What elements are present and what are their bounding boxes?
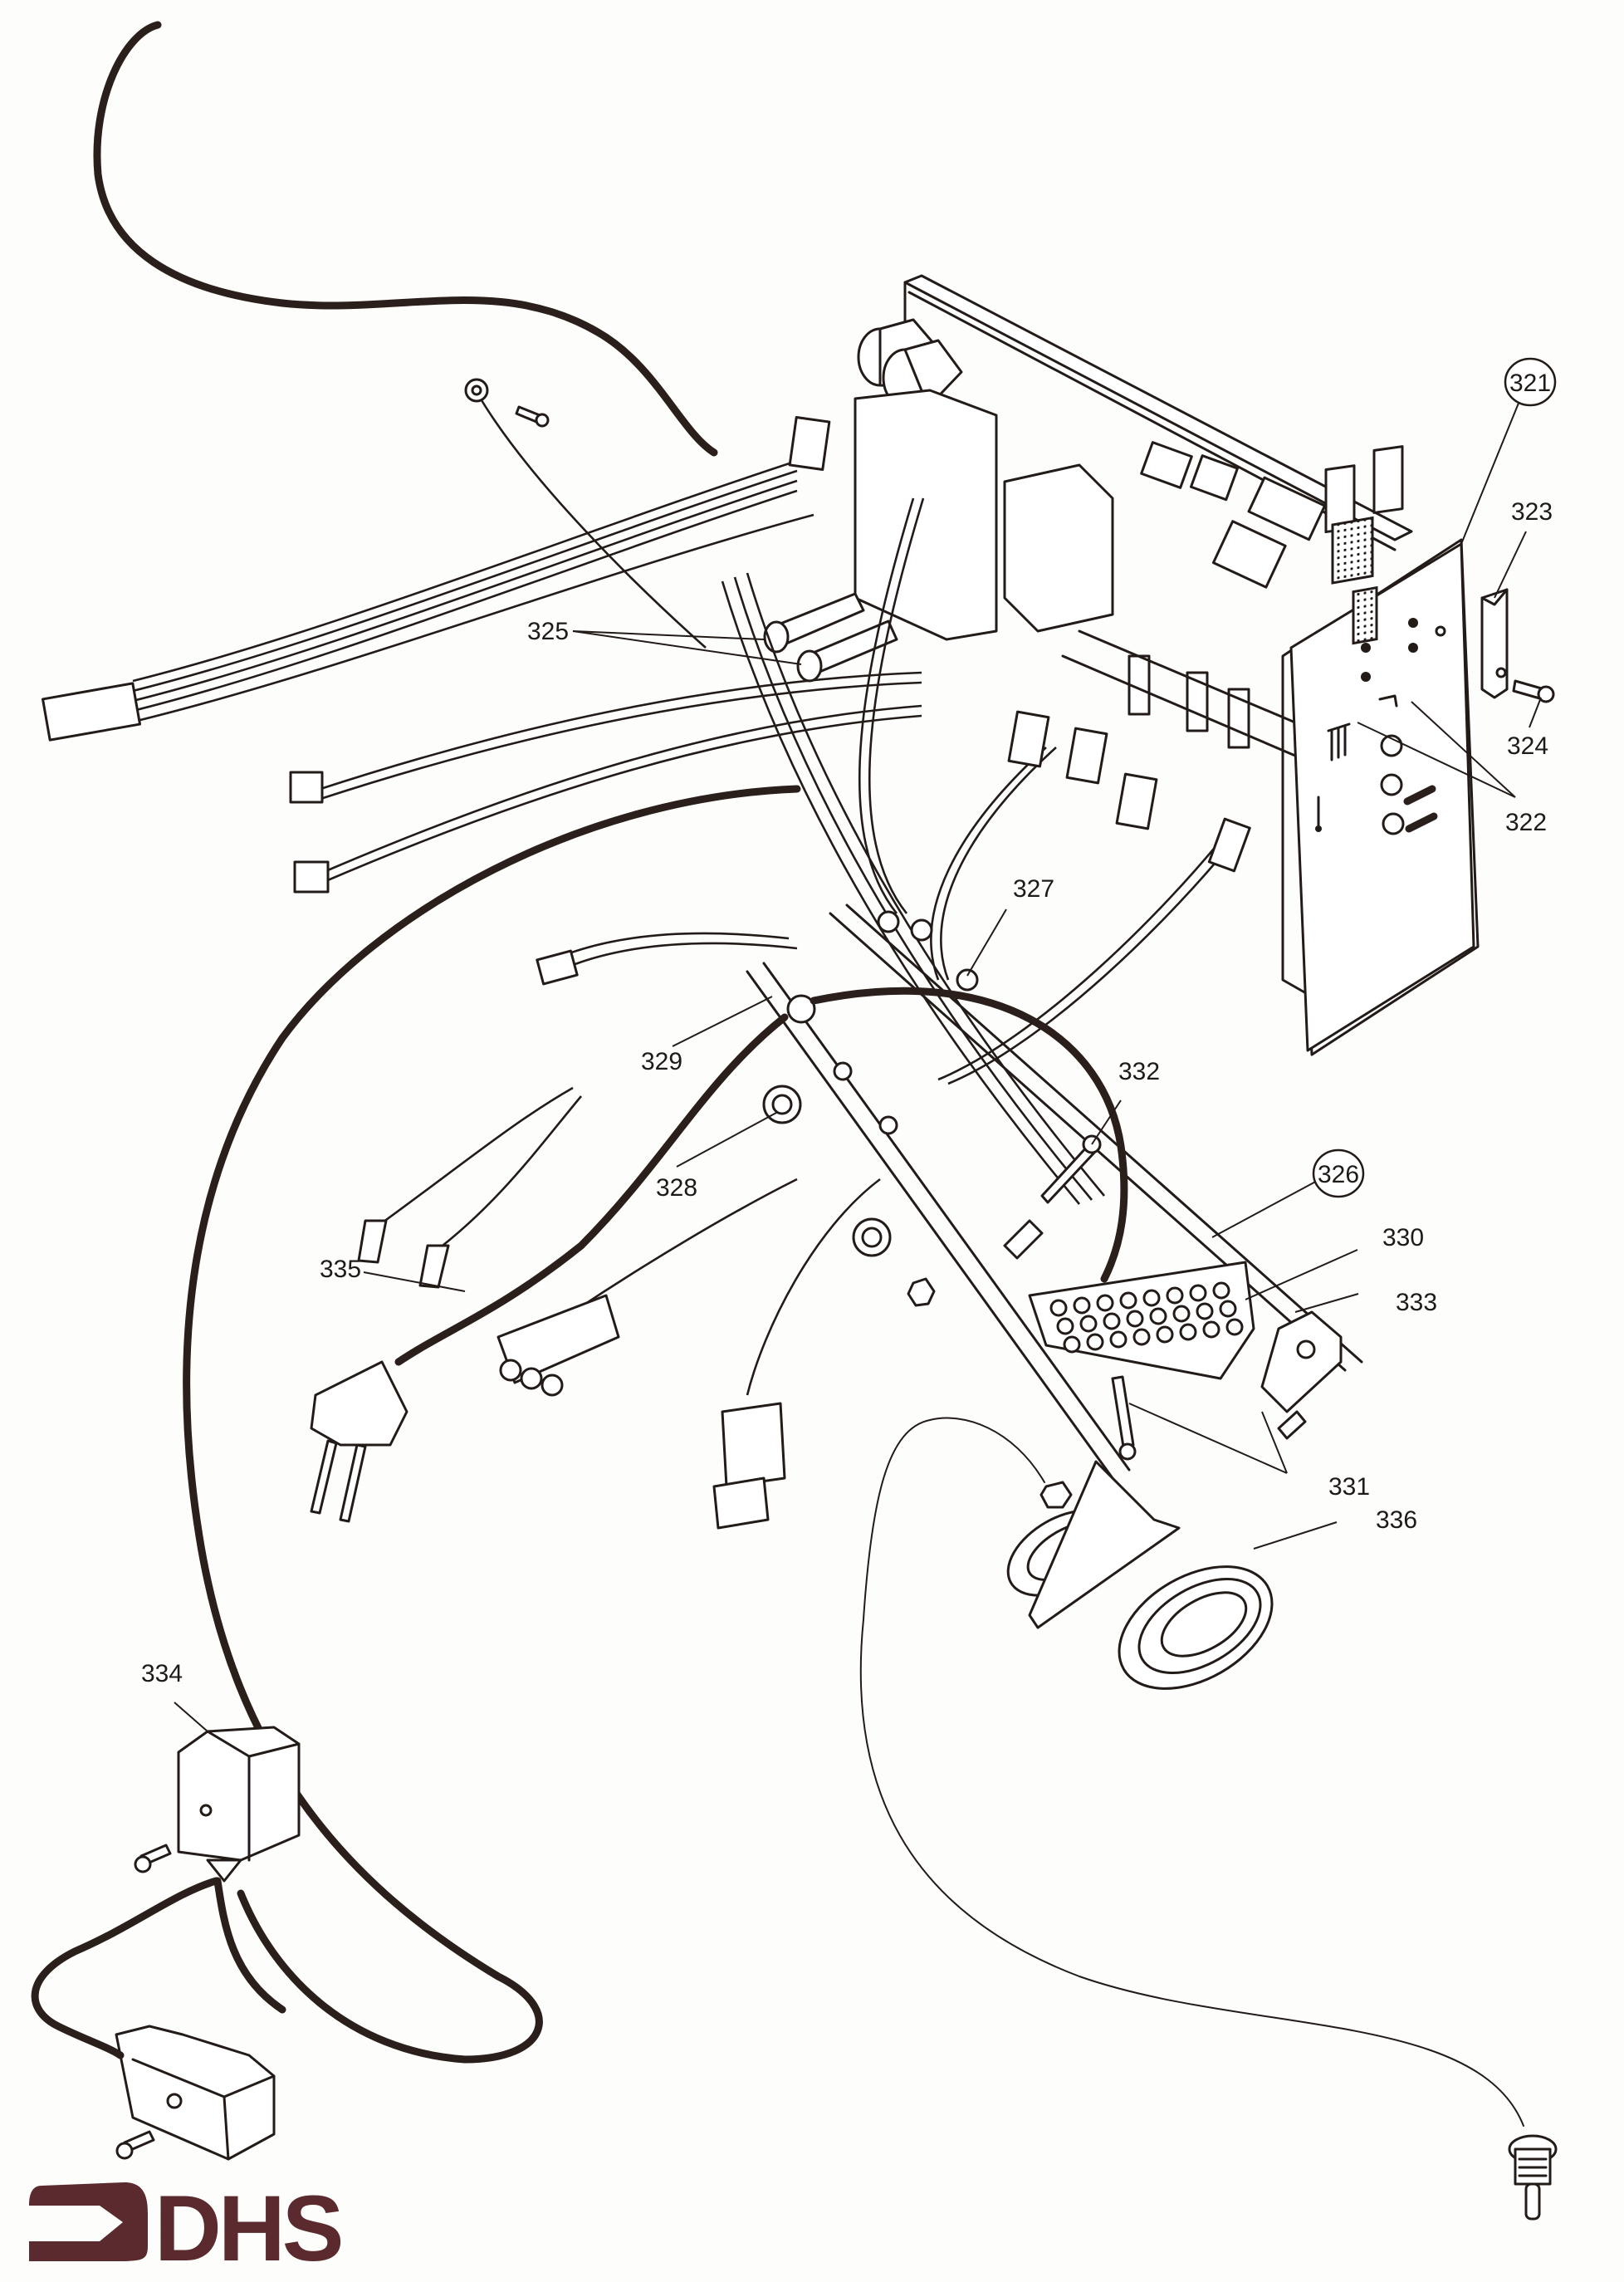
terminal-socket bbox=[1189, 1284, 1207, 1302]
terminal-socket bbox=[1166, 1286, 1184, 1305]
terminal-socket bbox=[1156, 1325, 1174, 1344]
terminal-socket bbox=[1049, 1299, 1068, 1317]
terminal-socket bbox=[1179, 1323, 1197, 1341]
terminal-socket bbox=[1142, 1289, 1161, 1307]
svg-text:332: 332 bbox=[1118, 1058, 1160, 1085]
callout-321[interactable]: 321 bbox=[1504, 357, 1557, 407]
callout-330[interactable]: 330 bbox=[1382, 1224, 1424, 1251]
svg-text:328: 328 bbox=[656, 1174, 697, 1202]
svg-text:326: 326 bbox=[1318, 1161, 1359, 1188]
leader-lines bbox=[174, 400, 1542, 1732]
terminal-socket bbox=[1172, 1305, 1191, 1323]
bracket-screw bbox=[1512, 679, 1555, 703]
dhs-logo: DHS bbox=[29, 2177, 345, 2280]
terminal-socket bbox=[1202, 1320, 1220, 1339]
terminal-socket bbox=[1225, 1318, 1244, 1336]
terminal-socket bbox=[1073, 1296, 1091, 1315]
terminal-socket bbox=[1119, 1291, 1137, 1310]
terminal-socket bbox=[1086, 1333, 1104, 1351]
callout-324[interactable]: 324 bbox=[1507, 732, 1548, 760]
callout-328[interactable]: 328 bbox=[656, 1174, 697, 1202]
strain-relief-screw bbox=[1003, 1134, 1102, 1260]
indicator-bar bbox=[1405, 812, 1438, 833]
terminal-socket bbox=[1219, 1300, 1237, 1318]
indicator-bar bbox=[1403, 785, 1436, 806]
grommets bbox=[762, 910, 979, 1307]
svg-text:321: 321 bbox=[1509, 370, 1551, 397]
callout-334[interactable]: 335 bbox=[320, 1256, 361, 1283]
screws bbox=[1111, 1375, 1307, 1461]
svg-text:330: 330 bbox=[1382, 1224, 1424, 1251]
three-pin-connector bbox=[496, 1178, 798, 1397]
sensor-housing-lower bbox=[115, 2025, 276, 2161]
control-panel bbox=[1289, 445, 1475, 1052]
mains-plug bbox=[310, 1360, 408, 1523]
callout-335[interactable]: 334 bbox=[141, 1660, 183, 1687]
wire-harness-center bbox=[536, 497, 1251, 1205]
terminal-bracket bbox=[1260, 1310, 1343, 1413]
callout-323[interactable]: 323 bbox=[1511, 498, 1553, 526]
svg-text:325: 325 bbox=[527, 618, 569, 645]
indicator-lamps bbox=[1380, 734, 1405, 835]
heater-symbol-icon bbox=[1327, 722, 1351, 761]
svg-text:336: 336 bbox=[1376, 1506, 1417, 1534]
spade-connector bbox=[289, 771, 324, 804]
callouts: 321 323 324 322 325 327 329 332 326 328 bbox=[141, 357, 1557, 1687]
callout-322[interactable]: 322 bbox=[1505, 809, 1547, 836]
panel-bracket bbox=[1480, 588, 1509, 699]
terminal-socket bbox=[1132, 1328, 1151, 1346]
svg-text:324: 324 bbox=[1507, 732, 1548, 760]
long-power-cable bbox=[93, 21, 718, 457]
callout-325[interactable]: 325 bbox=[527, 618, 569, 645]
terminal-socket bbox=[1212, 1281, 1230, 1300]
wire-harness-left bbox=[41, 415, 922, 894]
svg-text:323: 323 bbox=[1511, 498, 1553, 526]
sensor-housing-upper bbox=[177, 1726, 301, 1883]
svg-text:322: 322 bbox=[1505, 809, 1547, 836]
housing-screws bbox=[115, 1844, 172, 2160]
mains-cable bbox=[183, 785, 1128, 2064]
spade-connector bbox=[293, 860, 330, 894]
svg-text:329: 329 bbox=[641, 1048, 682, 1075]
temperature-probe bbox=[1508, 2134, 1558, 2221]
svg-text:335: 335 bbox=[320, 1256, 361, 1283]
callout-331[interactable]: 331 bbox=[1328, 1473, 1370, 1501]
callout-326[interactable]: 326 bbox=[1312, 1148, 1365, 1198]
terminal-socket bbox=[1196, 1302, 1214, 1320]
display-window bbox=[1331, 516, 1374, 585]
spade-terminals bbox=[357, 1086, 582, 1289]
floor-connectors bbox=[1061, 629, 1297, 757]
logo-text: DHS bbox=[154, 2177, 341, 2280]
svg-text:331: 331 bbox=[1328, 1473, 1370, 1501]
earth-eyelet bbox=[464, 378, 707, 649]
fuses bbox=[763, 592, 898, 683]
terminal-socket bbox=[1103, 1312, 1121, 1330]
terminal-socket bbox=[1056, 1317, 1074, 1335]
callout-336[interactable]: 336 bbox=[1376, 1506, 1417, 1534]
terminal-socket bbox=[1109, 1330, 1128, 1349]
svg-text:334: 334 bbox=[141, 1660, 183, 1687]
callout-332[interactable]: 332 bbox=[1118, 1058, 1160, 1085]
svg-text:333: 333 bbox=[1396, 1289, 1437, 1316]
callout-329[interactable]: 329 bbox=[641, 1048, 682, 1075]
multi-pin-connector bbox=[41, 682, 142, 742]
terminal-socket bbox=[1126, 1310, 1144, 1328]
arrow-bracket-icon bbox=[29, 2182, 148, 2261]
capillary-tube bbox=[859, 1417, 1524, 2127]
flat-connector bbox=[712, 1178, 881, 1530]
terminal-socket bbox=[1063, 1335, 1081, 1354]
tap-symbol-icon bbox=[1378, 694, 1398, 708]
callout-333[interactable]: 333 bbox=[1396, 1289, 1437, 1316]
terminal-block bbox=[1028, 1261, 1255, 1380]
terminal-socket bbox=[1149, 1307, 1167, 1325]
terminal-socket bbox=[1096, 1294, 1114, 1312]
sensor-cable bbox=[31, 1877, 286, 2059]
callout-327[interactable]: 327 bbox=[1013, 875, 1054, 903]
thermostat-dial bbox=[1006, 1460, 1274, 1690]
terminal-socket bbox=[1079, 1315, 1098, 1333]
svg-text:327: 327 bbox=[1013, 875, 1054, 903]
display-window-small bbox=[1352, 585, 1378, 645]
rocker-switch-water[interactable] bbox=[1372, 445, 1418, 653]
